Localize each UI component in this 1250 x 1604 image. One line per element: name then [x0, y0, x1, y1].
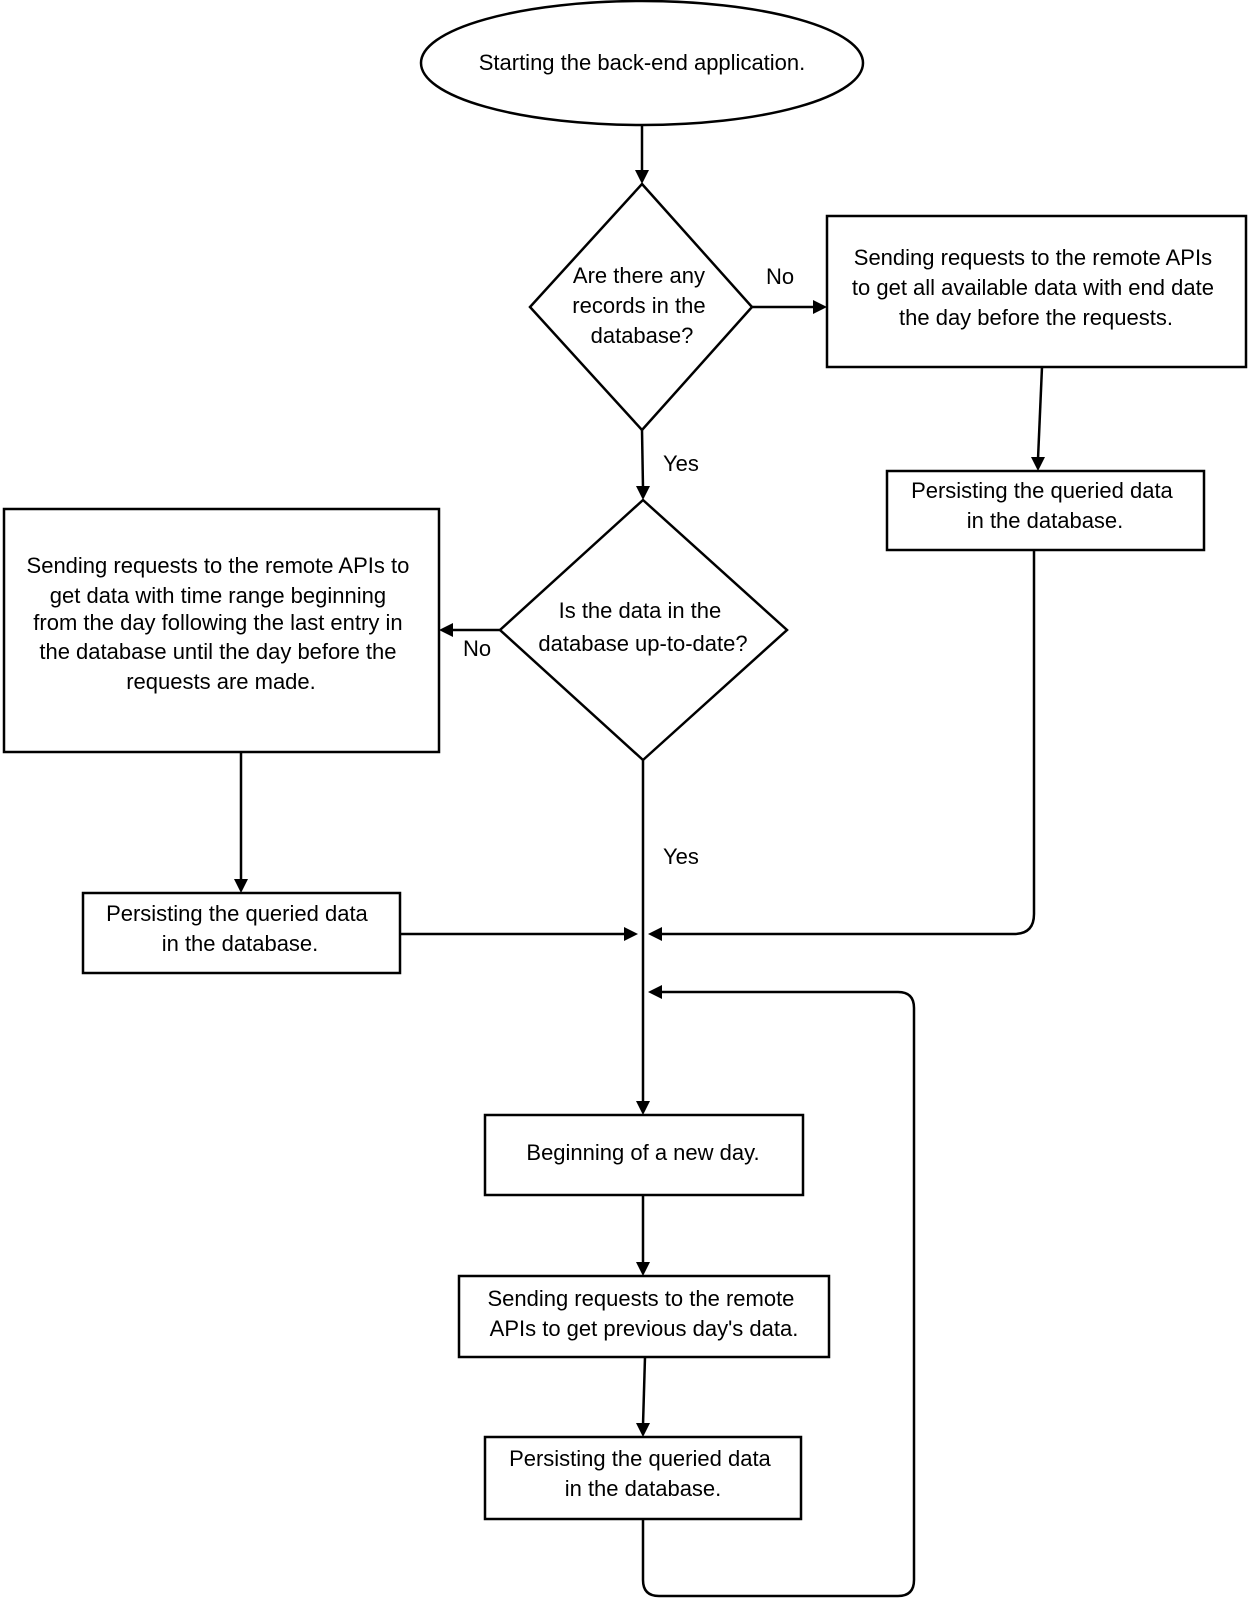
- edge-request-to-persist-prev: [641, 1356, 647, 1426]
- decision-records-label: Are there any records in the database?: [572, 263, 711, 348]
- persist-all-line: Persisting the queried data: [911, 478, 1173, 503]
- decision-records-line: records in the: [572, 293, 705, 318]
- decision-records-line: database?: [591, 323, 694, 348]
- new-day-node: [483, 1113, 805, 1197]
- arrowhead-icon: [636, 1262, 650, 1276]
- decision-uptodate-line: database up-to-date?: [538, 631, 747, 656]
- request-range-label: Sending requests to the remote APIs to g…: [27, 553, 416, 694]
- request-all-line: Sending requests to the remote APIs: [854, 245, 1212, 270]
- start-node: [419, 0, 865, 127]
- persist-range-line: Persisting the queried data: [106, 901, 368, 926]
- arrowhead-icon: [813, 300, 827, 314]
- persist-all-line: in the database.: [967, 508, 1124, 533]
- request-all-line: to get all available data with end date: [852, 275, 1214, 300]
- edge-records-yes: [640, 429, 645, 489]
- persist-prev-label: Persisting the queried data in the datab…: [509, 1446, 777, 1501]
- decision-uptodate-node: [498, 498, 789, 762]
- arrowhead-icon: [648, 985, 662, 999]
- persist-range-line: in the database.: [162, 931, 319, 956]
- edge-label-records-yes: Yes: [663, 451, 699, 476]
- new-day-line: Beginning of a new day.: [526, 1140, 759, 1165]
- persist-range-label: Persisting the queried data in the datab…: [106, 901, 374, 956]
- arrowhead-icon: [1031, 457, 1045, 471]
- persist-prev-line: Persisting the queried data: [509, 1446, 771, 1471]
- edge-label-uptodate-no: No: [463, 636, 491, 661]
- persist-all-node: [885, 469, 1206, 552]
- request-all-label: Sending requests to the remote APIs to g…: [852, 245, 1220, 330]
- edge-label-records-no: No: [766, 264, 794, 289]
- arrowhead-icon: [648, 927, 662, 941]
- decision-uptodate-label: Is the data in the database up-to-date?: [538, 598, 747, 656]
- request-prev-line: APIs to get previous day's data.: [490, 1316, 799, 1341]
- arrowhead-icon: [636, 486, 650, 500]
- decision-records-line: Are there any: [573, 263, 705, 288]
- request-all-line: the day before the requests.: [899, 305, 1173, 330]
- arrowhead-icon: [636, 1423, 650, 1437]
- arrowhead-icon: [635, 170, 649, 184]
- edge-persist-all-to-merge: [660, 550, 1036, 936]
- arrowhead-icon: [439, 623, 453, 637]
- request-range-line: get data with time range beginning: [50, 583, 386, 608]
- request-prev-line: Sending requests to the remote: [487, 1286, 794, 1311]
- request-prev-label: Sending requests to the remote APIs to g…: [487, 1286, 800, 1341]
- edge-request-all-to-persist: [1036, 366, 1044, 460]
- start-line: Starting the back-end application.: [479, 50, 806, 75]
- decision-uptodate-line: Is the data in the: [559, 598, 722, 623]
- request-range-node: [2, 507, 441, 754]
- request-all-node: [825, 214, 1248, 369]
- request-range-line: requests are made.: [126, 669, 316, 694]
- persist-prev-line: in the database.: [565, 1476, 722, 1501]
- edge-daily-loop: [641, 990, 916, 1598]
- request-prev-node: [457, 1274, 831, 1359]
- arrowhead-icon: [234, 879, 248, 893]
- start-label: Starting the back-end application.: [479, 50, 806, 75]
- request-range-line: from the day following the last entry in: [33, 610, 402, 635]
- persist-all-label: Persisting the queried data in the datab…: [911, 478, 1179, 533]
- arrowhead-icon: [624, 927, 638, 941]
- edges: [234, 126, 1045, 1598]
- request-range-line: the database until the day before the: [39, 639, 396, 664]
- request-range-line: Sending requests to the remote APIs to: [27, 553, 410, 578]
- persist-prev-node: [483, 1435, 803, 1521]
- arrowhead-icon: [636, 1101, 650, 1115]
- edge-label-uptodate-yes: Yes: [663, 844, 699, 869]
- new-day-label: Beginning of a new day.: [526, 1140, 759, 1165]
